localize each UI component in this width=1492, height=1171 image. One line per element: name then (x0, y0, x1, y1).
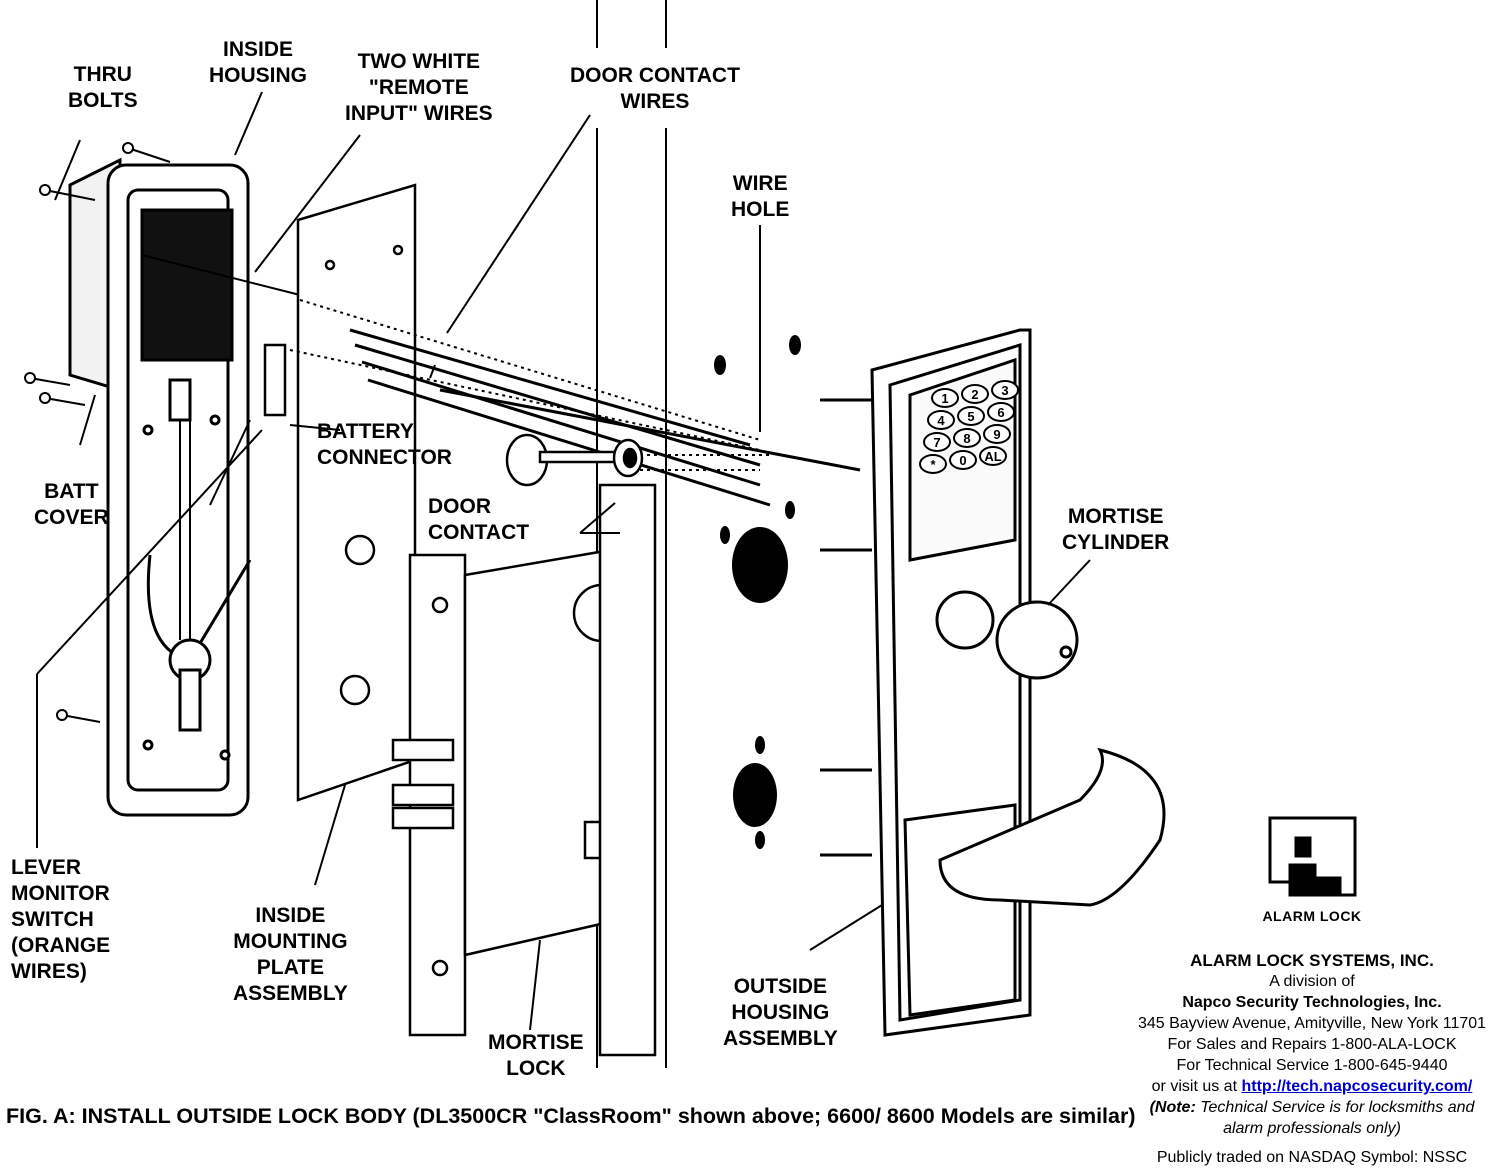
keypad-key-label: 1 (941, 391, 948, 406)
keypad-key-label: 3 (1001, 383, 1008, 398)
company-parent: Napco Security Technologies, Inc. (1182, 994, 1442, 1011)
support-url-link[interactable]: http://tech.napcosecurity.com/ (1241, 1078, 1473, 1095)
keypad-key-label: AL (984, 449, 1001, 464)
keypad-key (979, 446, 1007, 466)
logo-text: ALARM LOCK (1262, 908, 1362, 924)
keypad-key (987, 402, 1015, 422)
keypad-key (927, 410, 955, 430)
door-holes (714, 335, 801, 849)
dotted-guides (289, 299, 770, 471)
keypad-key-label: 0 (959, 453, 966, 468)
door-contact-part (505, 433, 644, 487)
note-lead: (Note: (1149, 1099, 1196, 1116)
keypad-key (957, 406, 985, 426)
company-traded: Publicly traded on NASDAQ Symbol: NSSC (1156, 1149, 1468, 1166)
keypad-key (919, 454, 947, 474)
alarm-lock-logo-mark (1268, 816, 1357, 897)
thru-bolts (24, 142, 171, 723)
keypad-key (961, 384, 989, 404)
keypad-key (983, 424, 1011, 444)
keypad-key-label: 7 (933, 435, 940, 450)
keypad: 1 2 3 4 5 6 7 8 9 * 0 AL (919, 380, 1019, 474)
keypad-key-label: 2 (971, 387, 978, 402)
keypad-key-label: 5 (967, 409, 974, 424)
keypad-key (923, 432, 951, 452)
leader-lines (36, 91, 1091, 1031)
keypad-key-label: 9 (993, 427, 1000, 442)
note-body: Technical Service is for locksmiths and … (1195, 1099, 1475, 1137)
mortise-lock (391, 483, 657, 1057)
inside-mounting-plate (263, 183, 417, 802)
figure-caption: FIG. A: INSTALL OUTSIDE LOCK BODY (DL350… (6, 1104, 1136, 1128)
inside-housing (68, 157, 301, 817)
keypad-key (949, 450, 977, 470)
company-tech: For Technical Service 1-800-645-9440 (1176, 1057, 1448, 1074)
keypad-key (931, 388, 959, 408)
keypad-key-label: 8 (963, 431, 970, 446)
keypad-key-label: * (930, 457, 936, 472)
company-name: ALARM LOCK SYSTEMS, INC. (1190, 951, 1434, 970)
company-division: A division of (1269, 973, 1355, 990)
keypad-key (953, 428, 981, 448)
keypad-key-label: 6 (997, 405, 1004, 420)
wire-harness (349, 328, 861, 507)
visit-prefix: or visit us at (1151, 1078, 1242, 1095)
company-note: (Note: Technical Service is for locksmit… (1132, 1097, 1492, 1139)
keypad-key-label: 4 (937, 413, 945, 428)
keypad-key (991, 380, 1019, 400)
company-sales: For Sales and Repairs 1-800-ALA-LOCK (1167, 1036, 1457, 1053)
company-info: ALARM LOCK SYSTEMS, INC. A division of N… (1132, 950, 1492, 1168)
company-visit: or visit us at http://tech.napcosecurity… (1132, 1076, 1492, 1097)
company-address: 345 Bayview Avenue, Amityville, New York… (1137, 1015, 1487, 1032)
